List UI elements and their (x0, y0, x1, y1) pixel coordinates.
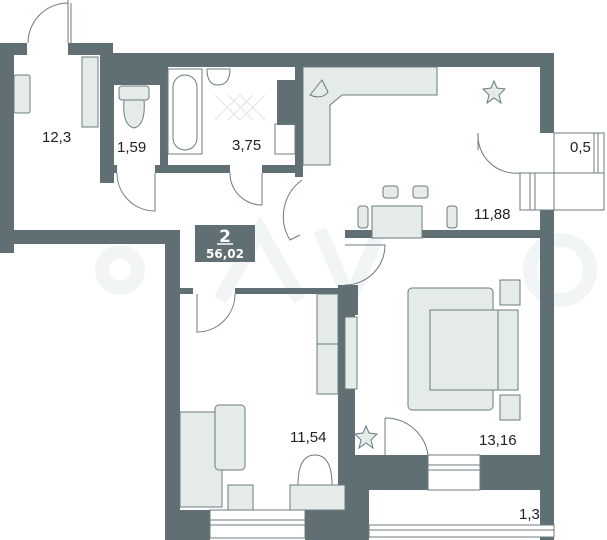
area-bedroom-child: 11,54 (290, 429, 326, 446)
area-loggia-kitchen: 0,5 (570, 139, 591, 156)
kitchen-counter (302, 66, 438, 166)
bathtub-icon (172, 74, 198, 151)
watermark (95, 215, 597, 318)
doors (27, 0, 521, 456)
total-area: 56,02 (206, 247, 244, 261)
walls (0, 43, 554, 540)
area-toilet: 1,59 (117, 139, 146, 156)
dresser (344, 316, 358, 390)
wardrobe (81, 56, 99, 128)
rooms-count: 2 (219, 227, 231, 247)
chair-icon (297, 454, 333, 486)
area-labels: 12,3 1,59 3,75 11,88 0,5 11,54 13,16 1,3 (42, 129, 591, 523)
washer-icon (274, 123, 296, 155)
area-bedroom-master: 13,16 (479, 432, 517, 449)
toy-box (227, 484, 254, 511)
toilet-icon (118, 85, 150, 101)
sink-icon (206, 68, 231, 86)
windows (209, 132, 605, 539)
radiator-icon (13, 74, 31, 114)
dining-table (371, 205, 423, 239)
apartment-badge: 2 56,02 (195, 225, 255, 262)
plant-icon (481, 79, 507, 105)
nightstand (499, 279, 521, 306)
nightstand (499, 394, 521, 421)
area-loggia-bedroom: 1,3 (519, 506, 540, 523)
area-hall: 12,3 (42, 129, 71, 146)
area-bathroom: 3,75 (232, 137, 261, 154)
plant-icon (353, 424, 379, 450)
furniture (13, 56, 521, 511)
desk (289, 484, 346, 511)
area-kitchen: 11,88 (474, 206, 510, 223)
